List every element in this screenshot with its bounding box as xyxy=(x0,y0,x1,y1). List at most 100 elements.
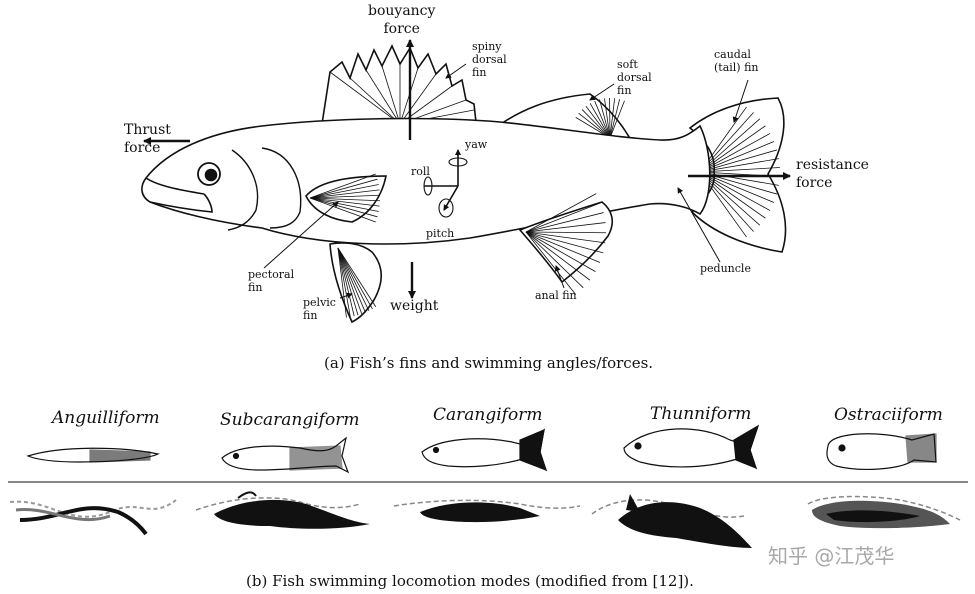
fin-ray xyxy=(699,133,771,173)
fin-ray xyxy=(309,178,378,199)
watermark: 知乎 @江茂华 xyxy=(768,544,895,568)
pelvic-fin-label: pelvic fin xyxy=(303,296,336,322)
fin-ray xyxy=(594,100,611,139)
fin-ray xyxy=(525,231,577,295)
subcarangiform-fish xyxy=(221,436,350,474)
fin-ray xyxy=(349,77,401,125)
fin-ray xyxy=(609,99,621,139)
fin-ray xyxy=(381,65,401,125)
fin-ray xyxy=(309,194,380,199)
fin-ray xyxy=(337,247,359,316)
fin-ray xyxy=(699,149,778,173)
fin-ray xyxy=(365,69,401,125)
anguilliform-fish xyxy=(26,447,160,463)
mode-label-ostraciiform: Ostraciiform xyxy=(834,405,943,425)
fin-ray xyxy=(585,105,611,139)
fin-ray xyxy=(525,231,601,263)
weight-label: weight xyxy=(390,298,439,314)
fin-ray xyxy=(309,189,380,199)
fin-ray xyxy=(525,231,596,272)
anal-fin-label: anal fin xyxy=(535,289,577,302)
spiny-dorsal-fin-label: spiny dorsal fin xyxy=(472,40,507,79)
fin-ray xyxy=(589,103,611,139)
fin-ray xyxy=(699,167,780,173)
fin-ray xyxy=(337,247,373,310)
fin-ray xyxy=(309,197,378,218)
pitch-label: pitch xyxy=(426,227,455,240)
pelvic-fin-shape xyxy=(329,242,383,324)
yaw-label: yaw xyxy=(465,138,488,151)
mode-label-subcarangiform: Subcarangiform xyxy=(220,410,360,430)
fin-ray xyxy=(699,171,766,219)
rotation-axes xyxy=(423,149,468,218)
fin-ray xyxy=(525,231,591,281)
fin-ray xyxy=(699,141,775,173)
leader-lines xyxy=(263,63,749,299)
mode-label-anguilliform: Anguilliform xyxy=(52,408,160,428)
ostraciiform-fish xyxy=(826,433,937,470)
fin-ray xyxy=(525,231,604,254)
mode-label-carangiform: Carangiform xyxy=(433,405,543,425)
fin-ray xyxy=(609,98,616,139)
fin-ray xyxy=(309,184,379,199)
mode-label-thunniform: Thunniform xyxy=(650,404,752,424)
fin-ray xyxy=(525,231,607,234)
anal-fin-shape xyxy=(518,201,614,284)
fin-ray xyxy=(337,247,355,317)
carangiform-fish xyxy=(421,428,548,472)
fin-ray xyxy=(581,109,611,139)
soft-dorsal-fin-label: soft dorsal fin xyxy=(617,58,652,97)
thunniform-swim xyxy=(591,494,752,548)
fin-ray xyxy=(399,85,453,125)
fin-ray xyxy=(699,125,766,173)
fin-ray xyxy=(337,247,377,308)
fin-ray xyxy=(309,197,380,207)
pectoral-fin-label: pectoral fin xyxy=(248,268,295,294)
peduncle-label: peduncle xyxy=(700,262,751,275)
swimming-silhouettes xyxy=(9,491,961,548)
force-arrows xyxy=(143,39,791,299)
mode-fish-icons xyxy=(26,424,937,474)
fin-ray xyxy=(525,222,606,233)
thrust-force-label: Thrust force xyxy=(124,122,171,156)
fin-ray xyxy=(604,98,611,139)
fin-ray xyxy=(699,171,771,211)
pectoral-fin-shape xyxy=(305,175,387,223)
fin-ray xyxy=(525,212,604,233)
carangiform-swim xyxy=(393,499,581,523)
fin-ray xyxy=(599,99,611,139)
main-fish-illustration xyxy=(141,44,787,324)
caudal-fin-label: caudal (tail) fin xyxy=(714,48,759,74)
fin-ray xyxy=(699,171,779,186)
roll-label: roll xyxy=(411,165,430,178)
fin-ray xyxy=(525,202,601,233)
fin-ray xyxy=(309,173,376,199)
anguilliform-swim xyxy=(9,499,177,536)
fin-ray xyxy=(399,73,437,125)
fin-ray xyxy=(337,247,366,313)
thunniform-fish xyxy=(623,424,760,470)
fin-ray xyxy=(337,247,347,318)
fin-ray xyxy=(309,197,379,212)
fin-ray xyxy=(525,231,584,289)
bouyancy-force-label: bouyancy force xyxy=(368,3,436,37)
fish-body-outline xyxy=(141,117,711,245)
fin-ray xyxy=(309,197,380,202)
fin-ray xyxy=(609,100,625,139)
ostraciiform-swim xyxy=(807,495,961,529)
fin-ray xyxy=(525,231,606,244)
subcarangiform-swim xyxy=(195,491,370,529)
fin-ray xyxy=(699,158,779,173)
caption-a: (a) Fish’s fins and swimming angles/forc… xyxy=(324,354,654,372)
fin-ray xyxy=(337,247,363,314)
spiny-dorsal-fin-shape xyxy=(321,44,477,125)
fin-ray xyxy=(525,193,597,233)
resistance-force-label: resistance force xyxy=(796,157,869,191)
fin-ray xyxy=(329,71,401,125)
fin-ray xyxy=(337,247,370,311)
fin-ray xyxy=(578,112,611,139)
caption-b: (b) Fish swimming locomotion modes (modi… xyxy=(246,572,694,590)
fin-ray xyxy=(337,247,351,317)
fin-ray xyxy=(309,197,376,223)
